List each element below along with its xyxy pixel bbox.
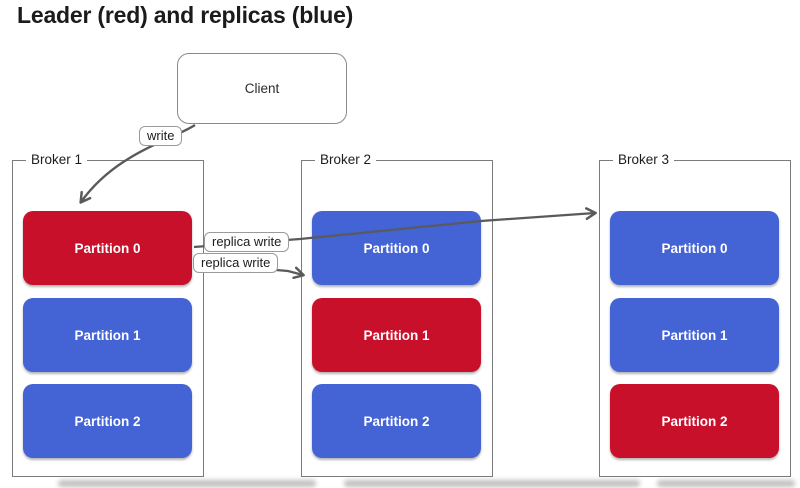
partition-label: Partition 0 bbox=[661, 240, 728, 256]
partition-label: Partition 0 bbox=[363, 240, 430, 256]
client-node: Client bbox=[177, 53, 347, 124]
broker-3-partition-1: Partition 1 bbox=[610, 298, 779, 372]
broker-2-box: Broker 2 Partition 0 Partition 1 Partiti… bbox=[301, 152, 493, 477]
page-title: Leader (red) and replicas (blue) bbox=[17, 2, 354, 28]
replica-write-label-broker2: replica write bbox=[193, 253, 279, 273]
broker-1-partition-0: Partition 0 bbox=[23, 211, 192, 285]
partition-label: Partition 2 bbox=[661, 413, 728, 429]
broker-3-box: Broker 3 Partition 0 Partition 1 Partiti… bbox=[599, 152, 791, 477]
partition-label: Partition 1 bbox=[363, 327, 430, 343]
broker-3-partition-0: Partition 0 bbox=[610, 211, 779, 285]
broker-2-partition-2: Partition 2 bbox=[312, 384, 481, 458]
partition-label: Partition 0 bbox=[74, 240, 141, 256]
broker-2-partition-0: Partition 0 bbox=[312, 211, 481, 285]
broker-2-partition-1: Partition 1 bbox=[312, 298, 481, 372]
cropped-content-smudge bbox=[657, 480, 795, 487]
partition-label: Partition 2 bbox=[74, 413, 141, 429]
client-label: Client bbox=[244, 81, 280, 96]
partition-label: Partition 2 bbox=[363, 413, 430, 429]
broker-2-label: Broker 2 bbox=[315, 152, 377, 167]
broker-1-partition-2: Partition 2 bbox=[23, 384, 192, 458]
broker-1-label: Broker 1 bbox=[26, 152, 88, 167]
partition-label: Partition 1 bbox=[661, 327, 728, 343]
broker-3-partition-2: Partition 2 bbox=[610, 384, 779, 458]
broker-1-box: Broker 1 Partition 0 Partition 1 Partiti… bbox=[12, 152, 204, 477]
broker-1-partition-1: Partition 1 bbox=[23, 298, 192, 372]
broker-3-label: Broker 3 bbox=[613, 152, 675, 167]
cropped-content-smudge bbox=[344, 480, 640, 487]
write-arrow-label: write bbox=[139, 126, 183, 146]
cropped-content-smudge bbox=[58, 480, 316, 487]
partition-label: Partition 1 bbox=[74, 327, 141, 343]
replica-write-label-broker3: replica write bbox=[204, 232, 290, 252]
